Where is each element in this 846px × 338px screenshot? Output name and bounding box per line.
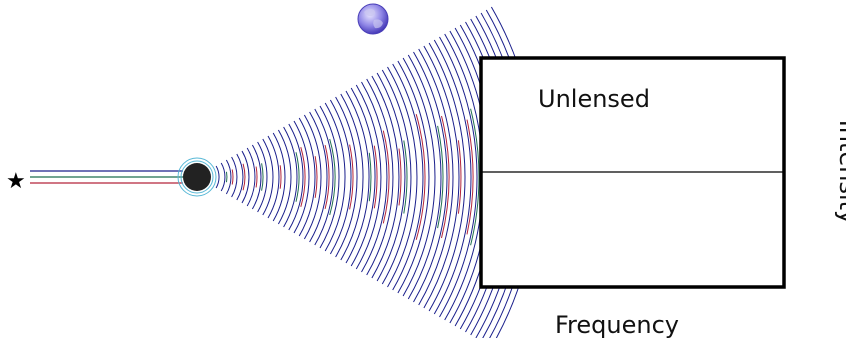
star-icon: ★	[6, 169, 26, 194]
wavefront-arc-colored	[255, 166, 258, 188]
photon-sphere-ring	[177, 157, 217, 197]
wavefront-arc	[277, 129, 292, 225]
wavefront-arc	[225, 159, 232, 195]
wavefront-arc	[272, 132, 286, 222]
wavefront-arc	[439, 36, 478, 318]
incoming-beams	[30, 170, 183, 184]
wavefront-arc	[428, 42, 466, 312]
wavefront-arc-colored	[457, 140, 462, 214]
x-axis-label: Frequency	[555, 311, 679, 338]
wavefront-arc	[283, 126, 298, 228]
wavefront-arc-colored	[403, 140, 408, 214]
wavefront-arc	[366, 78, 394, 276]
wavefront-arc	[246, 147, 256, 207]
wavefront-arc	[298, 117, 316, 237]
wavefront-arc-colored	[261, 163, 264, 191]
wavefront-arc	[387, 66, 418, 288]
wavefront-arc-colored	[398, 148, 402, 206]
wavefront-arc	[371, 75, 400, 279]
wavefront-arc-colored	[437, 125, 444, 229]
wavefront-arc	[329, 99, 352, 255]
wavefront-arc-colored	[242, 163, 246, 191]
wavefront-arc	[324, 102, 346, 252]
wavefront-arc-colored	[295, 152, 300, 202]
wavefront-arc	[392, 63, 424, 291]
wavefront-arc	[407, 54, 442, 300]
wavefront-arc	[355, 84, 382, 270]
wavefront-arc-colored	[470, 108, 480, 246]
wavefront-arc	[361, 81, 388, 273]
wavefront-arc	[433, 39, 472, 315]
photon-sphere-ring	[180, 160, 214, 194]
wavefront-arc-colored	[314, 156, 318, 198]
wavefront-arc-colored	[415, 114, 426, 240]
black-hole-icon	[183, 163, 211, 191]
wavefront-arc	[345, 90, 370, 264]
wavefront-arc	[241, 150, 250, 204]
wavefront-arc	[413, 51, 448, 303]
wavefront-arc	[319, 105, 340, 249]
wavefront-arc-colored	[324, 144, 330, 210]
wavefront-arc	[418, 48, 454, 306]
wavefront-arc-colored	[349, 144, 354, 210]
wavefront-arc	[335, 96, 358, 258]
y-axis-label: Intensity	[834, 119, 846, 225]
wavefront-arc-colored	[373, 145, 378, 209]
wavefront-arc	[350, 87, 376, 267]
wavefront-arc	[262, 138, 274, 216]
wavefront-arc-colored	[441, 115, 450, 239]
wavefront-arc	[257, 141, 268, 213]
wavefront-arc	[303, 114, 322, 240]
wavefront-arc	[309, 111, 328, 243]
wavefront-arc-colored	[300, 147, 306, 207]
wavefront-arc	[288, 123, 304, 231]
wavefront-arc-colored	[368, 152, 372, 202]
wavefront-arc	[251, 144, 262, 210]
wavefront-arc-colored	[279, 165, 282, 189]
wavefront-arc	[220, 162, 226, 192]
wavefront-arc	[267, 135, 280, 219]
earth-icon	[357, 3, 389, 35]
wavefront-arc	[402, 57, 436, 297]
panel-label: Unlensed	[538, 85, 650, 113]
wavefront-arc	[381, 69, 412, 285]
wavefront-arc	[293, 120, 310, 234]
wavefront-arc	[376, 72, 406, 282]
wavefront-arc	[340, 93, 364, 261]
wavefront-arc-colored	[466, 119, 474, 235]
wavefront-arc	[314, 108, 334, 246]
wavefront-arc	[423, 45, 460, 309]
wavefront-arc-colored	[382, 130, 390, 224]
wavefront-arc	[236, 153, 244, 201]
wavefront-arc-colored	[329, 138, 336, 216]
wavefront-arc-colored	[231, 169, 234, 185]
wavefront-arc	[215, 165, 220, 189]
wavefront-arc	[231, 156, 238, 198]
wavefront-arc	[397, 60, 430, 294]
